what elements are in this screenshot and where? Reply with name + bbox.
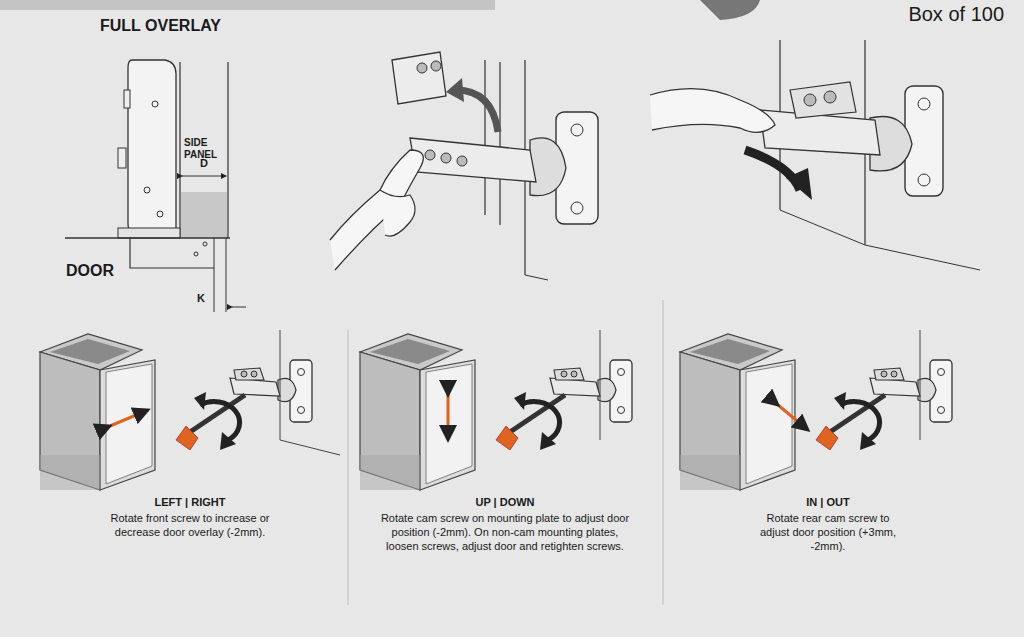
- step-note: Rotate front screw to increase or decrea…: [110, 511, 270, 539]
- step-note: Rotate rear cam screw to adjust door pos…: [753, 511, 903, 553]
- part-label: DOOR: [66, 262, 114, 280]
- step-heading: IN | OUT: [728, 496, 928, 508]
- step-note: Rotate cam screw on mounting plate to ad…: [375, 511, 635, 553]
- dimension-label: K: [197, 292, 205, 304]
- box-count: Box of 100: [860, 3, 1004, 26]
- dimension-label: D: [196, 157, 212, 169]
- step-heading: LEFT | RIGHT: [90, 496, 290, 508]
- step-heading: UP | DOWN: [405, 496, 605, 508]
- section-title: FULL OVERLAY: [100, 17, 221, 35]
